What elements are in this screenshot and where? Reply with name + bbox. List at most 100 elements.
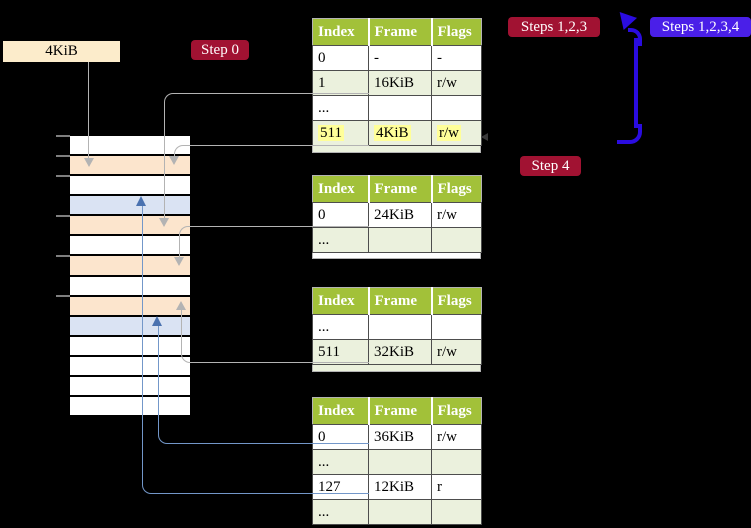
memory-tick [56,175,70,177]
table-cell: 511 [312,120,369,146]
connector-t3row511-to-32kib [181,310,369,363]
step0-label: Step 0 [201,41,239,58]
column-header: Flags [430,175,482,203]
physical-memory-column [70,136,190,416]
table-cell: 32KiB [368,339,432,365]
return-arrowhead-icon [612,6,638,30]
memory-row [70,136,190,155]
memory-tick [56,255,70,257]
connector-t1row511-to-4kib [174,145,369,158]
column-header: Index [312,175,369,203]
arrowhead-up-icon [136,196,146,206]
frame-size-label: 4KiB [45,43,78,59]
table-cell: r [431,474,482,500]
table-cell: ... [312,499,369,525]
step4-label: Step 4 [531,157,570,174]
column-header: Frame [367,18,432,46]
table-cutoff-sliver [312,146,481,153]
table-row: ... [312,95,482,121]
connector-t4row0-to-36kib [158,326,369,444]
memory-row [70,256,190,275]
column-header: Index [312,397,369,425]
memory-row [70,276,190,295]
memory-tick [56,135,70,137]
column-header: Index [312,287,369,315]
table-cell: 24KiB [368,202,432,228]
step0-badge: Step 0 [191,40,249,60]
table-cell [431,449,482,475]
table-cell: r/w [431,202,482,228]
table-cell [368,314,432,340]
table-cell [431,227,482,253]
table-cell [431,314,482,340]
table-cell: 0 [312,45,369,71]
steps1234-label: Steps 1,2,3,4 [661,18,740,35]
table-cell: 1 [312,70,369,96]
arrowhead-up-icon [152,316,162,326]
step4-badge: Step 4 [520,156,581,176]
table-cell: 511 [312,339,369,365]
memory-row [70,236,190,255]
table-cell [368,449,432,475]
table-cell: ... [312,227,369,253]
memory-tick [56,295,70,297]
arrowhead-down-icon [84,158,94,167]
table-cutoff-sliver [312,365,481,372]
memory-tick [56,155,70,157]
column-header: Flags [430,287,482,315]
table-cell: 0 [312,424,369,450]
column-header: Frame [367,287,432,315]
memory-row [70,176,190,195]
arrowhead-up-icon [176,301,186,310]
table-cell: 16KiB [368,70,432,96]
frame-size-box: 4KiB [3,41,120,62]
steps123-badge: Steps 1,2,3 [508,17,600,37]
return-arrow-bottom-hook [617,124,642,144]
table-cell: - [368,45,432,71]
column-header: Index [312,18,369,46]
table-cell [368,95,432,121]
table-cell: r/w [431,70,482,96]
table-cell: - [431,45,482,71]
small-left-arrowhead-icon [481,133,488,141]
connector-t2row0-to-24kib [179,226,369,259]
memory-row [70,196,190,215]
table-cell: 4KiB [368,120,432,146]
table-cell [431,95,482,121]
steps1234-badge: Steps 1,2,3,4 [650,17,751,37]
table-row: ... [312,227,482,253]
memory-row [70,296,190,315]
steps123-label: Steps 1,2,3 [520,18,588,35]
connector-framebox-to-memory [88,62,89,159]
table-cell: r/w [431,339,482,365]
table-cell: r/w [431,424,482,450]
memory-row [70,336,190,355]
memory-row [70,397,190,416]
connector-t1row1-to-16kib [164,93,369,220]
arrowhead-down-icon [159,218,169,227]
table-cell: 12KiB [368,474,432,500]
memory-row [70,156,190,175]
column-header: Flags [430,397,482,425]
table-cell: ... [312,449,369,475]
column-header: Frame [367,175,432,203]
table-row: ... [312,499,482,525]
arrowhead-down-icon [169,156,179,165]
connector-t4row127-to-12kib [142,206,369,494]
return-arrow-top-hook [628,28,642,46]
arrowhead-down-icon [174,257,184,266]
table-cell: r/w [431,120,482,146]
table-row: 0-- [312,45,482,71]
memory-row [70,356,190,375]
